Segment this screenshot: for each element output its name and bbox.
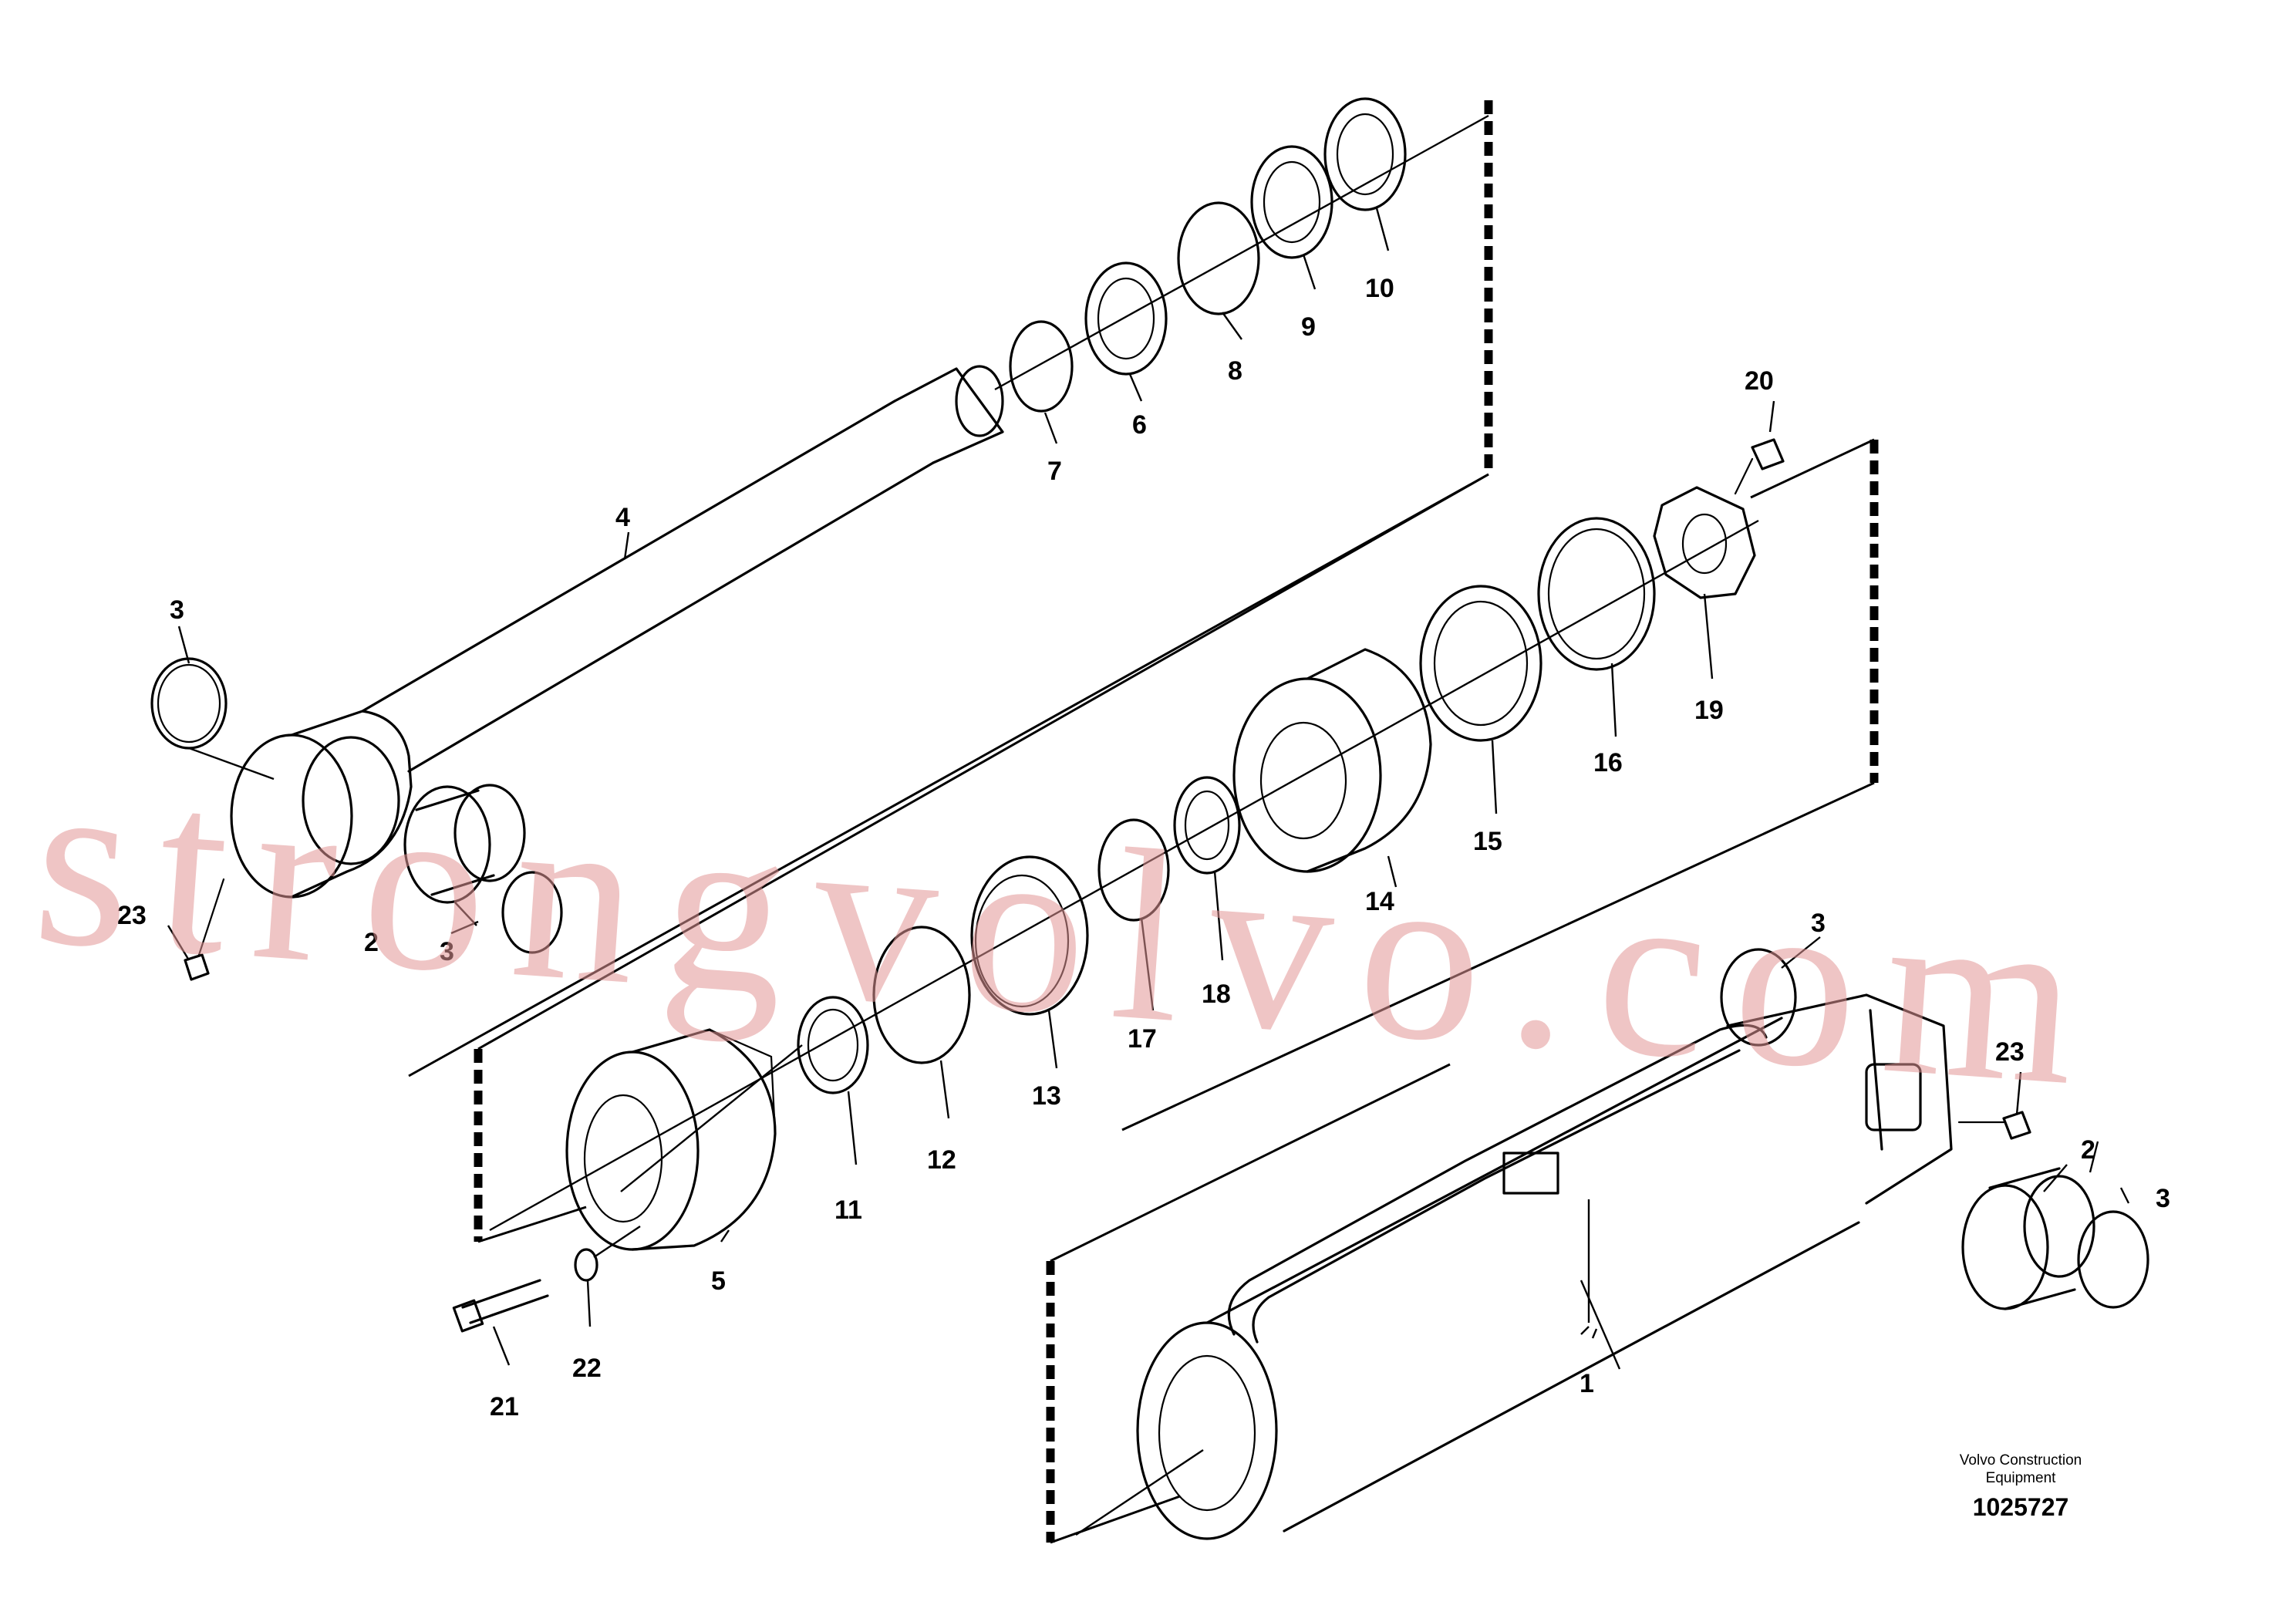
callout-5: 5 — [711, 1266, 726, 1296]
cylinder-tube — [1136, 993, 1953, 1540]
caption-company: Volvo Construction Equipment — [1905, 1452, 2136, 1487]
eye-bushing-right — [1961, 1167, 2095, 1310]
rod-seal-6 — [1084, 261, 1168, 376]
o-ring-right-bottom — [2077, 1210, 2149, 1309]
callout-9: 9 — [1301, 312, 1316, 342]
callout-1: 1 — [1580, 1369, 1594, 1398]
callout-20: 20 — [1745, 366, 1774, 396]
o-ring-right-top — [1720, 948, 1797, 1047]
callout-17: 17 — [1128, 1024, 1157, 1054]
drawing-number: 1025727 — [1972, 1493, 2069, 1521]
piston-ring-18 — [1173, 776, 1241, 875]
callout-18: 18 — [1202, 980, 1231, 1009]
set-screw-20 — [1734, 438, 1785, 495]
piston-rod — [230, 365, 1004, 899]
lock-nut-19 — [1653, 486, 1756, 599]
cylinder-head — [565, 1028, 777, 1251]
callout-12: 12 — [927, 1145, 956, 1175]
caption-company-line1: Volvo Construction — [1959, 1452, 2082, 1469]
callout-10: 10 — [1365, 274, 1394, 303]
caption-company-line2: Equipment — [1985, 1470, 2056, 1486]
grease-fitting-left — [184, 878, 225, 981]
head-o-ring-12 — [872, 926, 971, 1064]
callout-7: 7 — [1047, 457, 1062, 486]
piston-o-ring-17 — [1097, 818, 1170, 922]
piston-wear-ring-16 — [1537, 517, 1656, 671]
callout-13: 13 — [1032, 1081, 1061, 1111]
rod-seal-8 — [1177, 201, 1260, 315]
callout-8: 8 — [1228, 356, 1242, 386]
bolt-21 — [452, 1279, 549, 1333]
callout-3-top-left: 3 — [170, 595, 184, 625]
piston-14 — [1232, 648, 1432, 873]
callout-2-right: 2 — [2081, 1135, 2095, 1165]
callout-16: 16 — [1593, 748, 1623, 777]
head-ring-13 — [970, 855, 1089, 1016]
eye-bushing-left — [403, 784, 526, 904]
callout-15: 15 — [1473, 827, 1502, 856]
callout-3-right: 3 — [2156, 1184, 2170, 1213]
callout-22: 22 — [572, 1354, 602, 1383]
callout-23-left: 23 — [117, 901, 147, 930]
callout-11: 11 — [834, 1195, 862, 1225]
rod-seal-7 — [1009, 320, 1074, 413]
rod-seal-10 — [1323, 97, 1407, 211]
callout-21: 21 — [490, 1392, 519, 1421]
callout-3-left: 3 — [440, 937, 454, 966]
washer-22 — [574, 1248, 598, 1282]
callout-2-left: 2 — [364, 928, 379, 957]
callout-14: 14 — [1365, 887, 1394, 916]
callout-4: 4 — [615, 503, 630, 532]
callout-19: 19 — [1694, 696, 1724, 725]
o-ring-left-bottom — [501, 871, 563, 954]
head-seal-11 — [797, 996, 869, 1094]
piston-seal-15 — [1419, 585, 1542, 742]
callout-3-right-top: 3 — [1811, 909, 1826, 938]
callout-6: 6 — [1132, 410, 1147, 440]
callout-23-right: 23 — [1995, 1037, 2025, 1067]
